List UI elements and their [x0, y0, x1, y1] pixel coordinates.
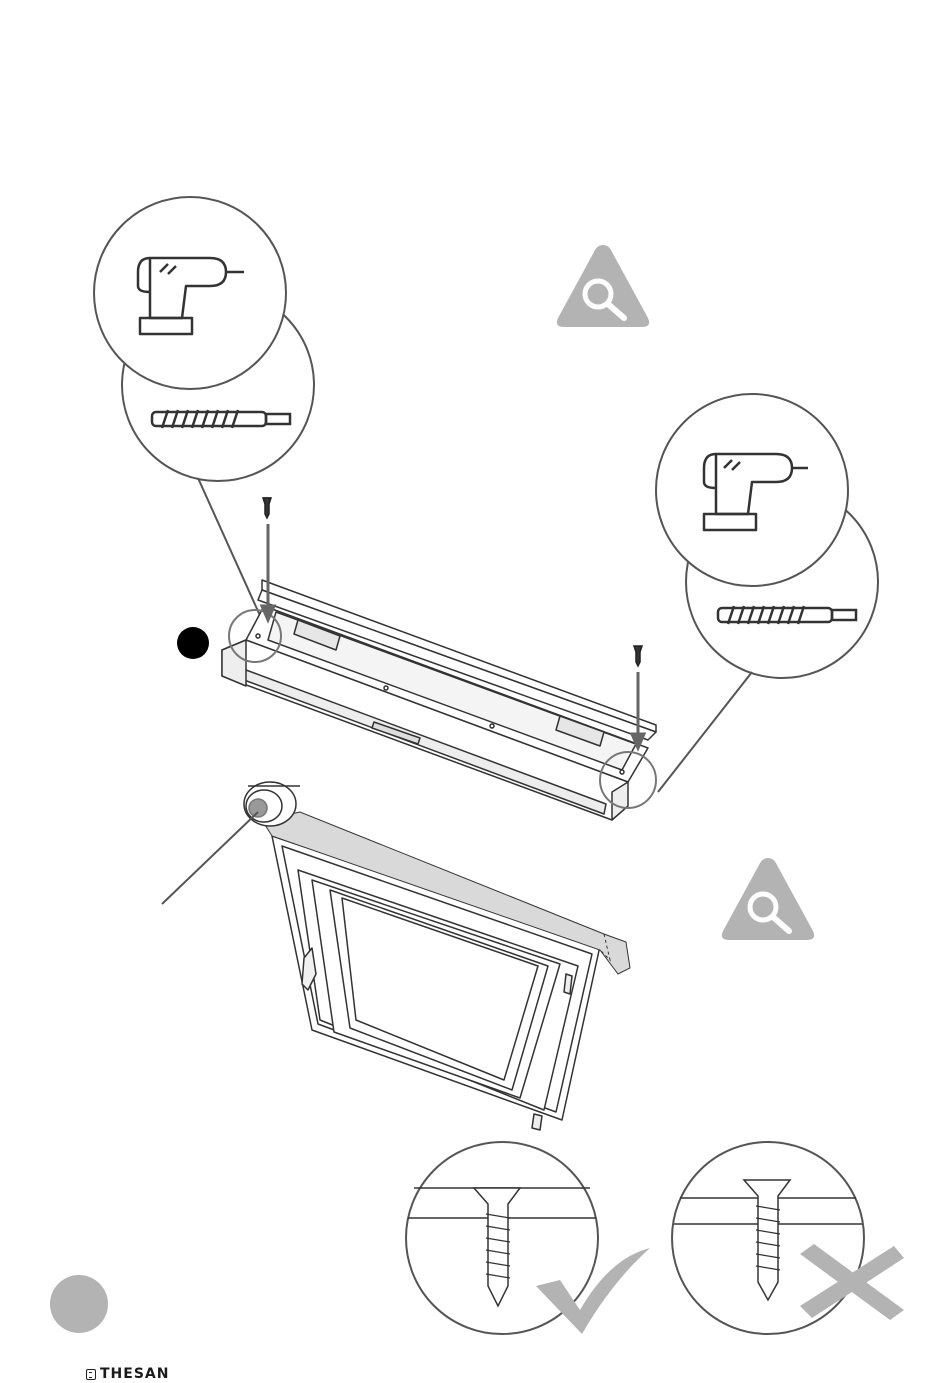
callout-leader: [658, 672, 752, 792]
tape-leader: [162, 812, 258, 904]
drill-bubble: [94, 197, 286, 389]
screw-icon: [263, 498, 271, 518]
brand-logo-icon: [86, 1369, 96, 1380]
page-number-marker: [50, 1275, 108, 1333]
magnifier-warning-icon: [722, 858, 814, 940]
correct-screw-detail: [406, 1142, 650, 1334]
incorrect-screw-detail: [672, 1142, 904, 1334]
headbox-rail: [222, 580, 656, 820]
left-tool-callout: [94, 197, 314, 620]
brand-logo: THESAN: [86, 1365, 169, 1383]
step-marker: [177, 627, 209, 659]
magnifier-warning-icon: [557, 245, 649, 327]
callout-leader: [198, 478, 262, 620]
brand-name: THESAN: [100, 1366, 169, 1382]
screw-icon: [634, 646, 642, 666]
